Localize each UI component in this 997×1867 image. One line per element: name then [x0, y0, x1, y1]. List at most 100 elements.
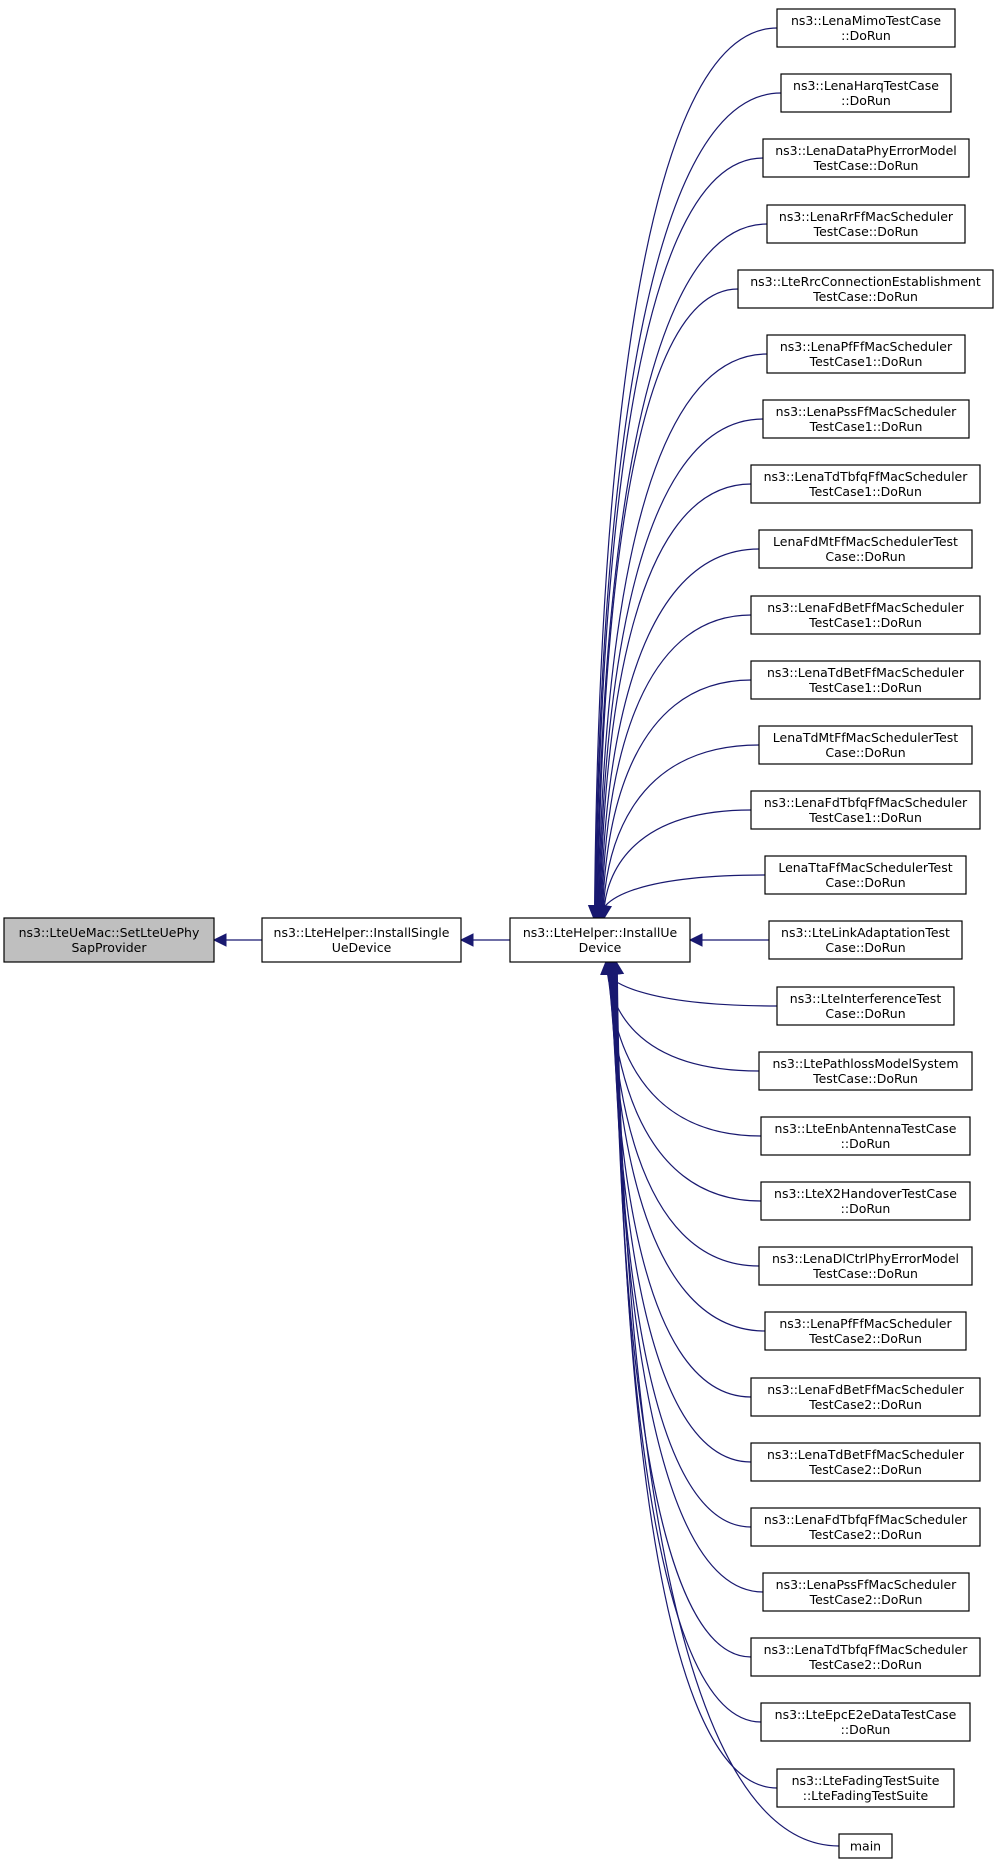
edge-main [616, 973, 840, 1847]
node-main[interactable]: main [838, 1833, 893, 1859]
node-box [758, 529, 973, 569]
node-box [737, 269, 994, 309]
edge-lena-pss-1 [598, 418, 764, 907]
node-box [750, 1637, 981, 1677]
node-box [762, 138, 970, 178]
edge-lena-td-mt [602, 744, 760, 907]
call-edges [212, 27, 840, 1847]
node-lte-epc-e2e[interactable]: ns3::LteEpcE2eDataTestCase::DoRun [760, 1702, 971, 1742]
edge-lte-fading-suite [616, 973, 778, 1789]
node-box [768, 920, 963, 960]
node-box [776, 8, 956, 48]
node-lte-rrc-conn[interactable]: ns3::LteRrcConnectionEstablishmentTestCa… [737, 269, 994, 309]
node-lena-fd-tbfq-1[interactable]: ns3::LenaFdTbfqFfMacSchedulerTestCase1::… [750, 790, 981, 830]
edge-arrow [459, 933, 474, 947]
node-lena-mimo[interactable]: ns3::LenaMimoTestCase::DoRun [776, 8, 956, 48]
node-box [509, 917, 691, 963]
node-lena-harq[interactable]: ns3::LenaHarqTestCase::DoRun [780, 73, 952, 113]
node-label-line: TestCase::DoRun [812, 289, 918, 304]
node-lte-fading-suite[interactable]: ns3::LteFadingTestSuite::LteFadingTestSu… [776, 1768, 955, 1808]
node-label-line: Case::DoRun [825, 745, 905, 760]
node-lena-fd-bet-1[interactable]: ns3::LenaFdBetFfMacSchedulerTestCase1::D… [750, 595, 981, 635]
node-label-line: ns3::LenaTdBetFfMacScheduler [767, 665, 965, 680]
node-label-line: ns3::LenaPfFfMacScheduler [779, 1316, 952, 1331]
edge-lte-rrc-conn [597, 288, 739, 907]
edge-lte-interference [606, 973, 778, 1007]
node-lena-fd-bet-2[interactable]: ns3::LenaFdBetFfMacSchedulerTestCase2::D… [750, 1377, 981, 1417]
node-lena-td-bet-1[interactable]: ns3::LenaTdBetFfMacSchedulerTestCase1::D… [750, 660, 981, 700]
node-lte-enb-antenna[interactable]: ns3::LteEnbAntennaTestCase::DoRun [760, 1116, 971, 1156]
graph-nodes: ns3::LteUeMac::SetLteUePhySapProviderns3… [3, 8, 994, 1859]
node-box [758, 1246, 973, 1286]
node-box [776, 986, 955, 1026]
edge-arrow [212, 933, 227, 947]
node-label-line: ns3::LenaHarqTestCase [793, 78, 939, 93]
node-box [760, 1181, 971, 1221]
node-lena-pf-2[interactable]: ns3::LenaPfFfMacSchedulerTestCase2::DoRu… [764, 1311, 967, 1351]
node-box [766, 334, 966, 374]
node-box [750, 595, 981, 635]
node-lena-pf-1[interactable]: ns3::LenaPfFfMacSchedulerTestCase1::DoRu… [766, 334, 966, 374]
node-box [762, 399, 970, 439]
node-label-line: ns3::LenaRrFfMacScheduler [779, 209, 954, 224]
edge-arrow [610, 960, 625, 976]
edge-lte-epc-e2e [615, 973, 762, 1723]
node-box [776, 1768, 955, 1808]
edge-lte-enb-antenna [607, 973, 762, 1137]
edge-lena-fd-bet-1 [601, 614, 752, 907]
edge-lena-pf-1 [598, 353, 768, 907]
node-label-line: TestCase1::DoRun [808, 810, 922, 825]
node-lena-dl-ctrl-phy[interactable]: ns3::LenaDlCtrlPhyErrorModelTestCase::Do… [758, 1246, 973, 1286]
node-label-line: ns3::LteLinkAdaptationTest [781, 925, 950, 940]
node-lena-data-phy-error[interactable]: ns3::LenaDataPhyErrorModelTestCase::DoRu… [762, 138, 970, 178]
edge-lena-fd-tbfq-1 [603, 809, 752, 907]
edge-lena-td-bet-1 [602, 679, 752, 907]
node-label-line: ns3::LteEpcE2eDataTestCase [775, 1707, 957, 1722]
node-box [758, 725, 973, 765]
node-label-line: ns3::LenaFdBetFfMacScheduler [767, 1382, 964, 1397]
node-box [750, 790, 981, 830]
node-label-line: TestCase2::DoRun [809, 1592, 923, 1607]
node-lena-td-tbfq-1[interactable]: ns3::LenaTdTbfqFfMacSchedulerTestCase1::… [750, 464, 981, 504]
node-label-line: SapProvider [72, 940, 148, 955]
edge-arrow [598, 904, 613, 920]
node-label-line: ns3::LteEnbAntennaTestCase [775, 1121, 957, 1136]
node-lena-td-tbfq-2[interactable]: ns3::LenaTdTbfqFfMacSchedulerTestCase2::… [750, 1637, 981, 1677]
node-lte-x2-handover[interactable]: ns3::LteX2HandoverTestCase::DoRun [760, 1181, 971, 1221]
edge-lena-dl-ctrl-phy [609, 973, 760, 1267]
edge-lena-rr [596, 223, 768, 907]
node-label-line: TestCase2::DoRun [808, 1657, 922, 1672]
node-label-line: ns3::LenaMimoTestCase [791, 13, 941, 28]
node-box [261, 917, 462, 963]
node-label-line: TestCase2::DoRun [808, 1397, 922, 1412]
node-lena-pss-1[interactable]: ns3::LenaPssFfMacSchedulerTestCase1::DoR… [762, 399, 970, 439]
node-label-line: LenaTdMtFfMacSchedulerTest [773, 730, 958, 745]
node-lena-fd-tbfq-2[interactable]: ns3::LenaFdTbfqFfMacSchedulerTestCase2::… [750, 1507, 981, 1547]
node-label-line: ns3::LenaTdTbfqFfMacScheduler [764, 469, 969, 484]
node-box [3, 917, 215, 963]
node-label-line: ns3::LenaFdTbfqFfMacScheduler [764, 1512, 968, 1527]
node-box [750, 1507, 981, 1547]
node-lena-td-bet-2[interactable]: ns3::LenaTdBetFfMacSchedulerTestCase2::D… [750, 1442, 981, 1482]
node-label-line: ::DoRun [841, 93, 891, 108]
node-label-line: Case::DoRun [825, 875, 905, 890]
node-box [760, 1702, 971, 1742]
node-label-line: ::DoRun [841, 28, 891, 43]
node-box [764, 855, 967, 895]
node-box [838, 1833, 893, 1859]
node-lena-pss-2[interactable]: ns3::LenaPssFfMacSchedulerTestCase2::DoR… [762, 1572, 970, 1612]
node-box [750, 1377, 981, 1417]
node-lte-pathloss[interactable]: ns3::LtePathlossModelSystemTestCase::DoR… [758, 1051, 973, 1091]
node-label-line: TestCase::DoRun [812, 1266, 918, 1281]
node-label-line: ::DoRun [841, 1136, 891, 1151]
